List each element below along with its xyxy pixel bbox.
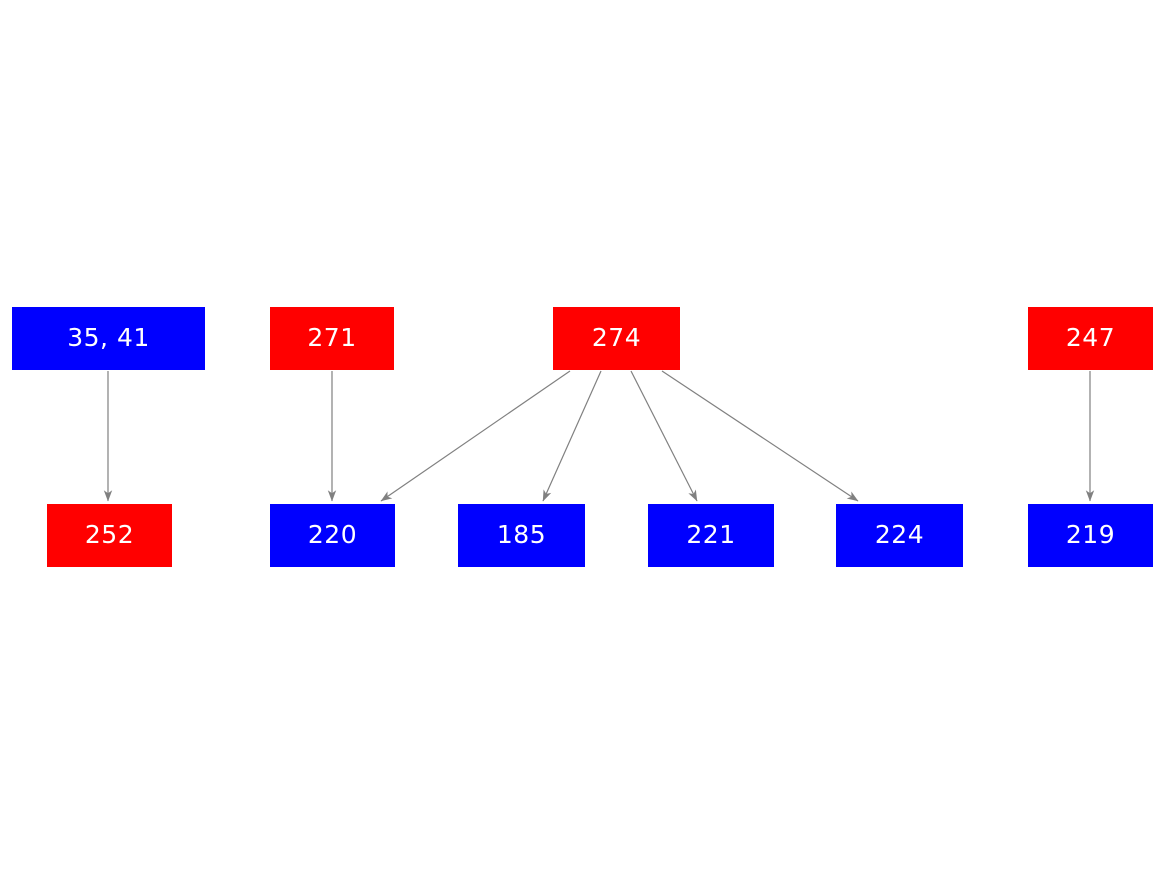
- graph-edge-274-to-185: [542, 370, 602, 502]
- graph-node-274[interactable]: 274: [553, 307, 680, 370]
- graph-node-271[interactable]: 271: [270, 307, 394, 370]
- graph-node-35-41[interactable]: 35, 41: [12, 307, 205, 370]
- graph-node-label: 271: [307, 323, 357, 352]
- graph-node-label: 185: [496, 520, 547, 549]
- graph-edge-274-to-224: [661, 370, 859, 502]
- graph-node-185[interactable]: 185: [458, 504, 585, 567]
- graph-node-label: 224: [874, 520, 925, 549]
- graph-node-221[interactable]: 221: [648, 504, 774, 567]
- graph-node-252[interactable]: 252: [47, 504, 172, 567]
- graph-node-224[interactable]: 224: [836, 504, 963, 567]
- graph-edge-274-to-220: [380, 370, 571, 502]
- graph-node-label: 221: [686, 520, 736, 549]
- graph-node-label: 219: [1065, 520, 1116, 549]
- graph-node-label: 35, 41: [67, 323, 150, 352]
- graph-node-label: 220: [307, 520, 358, 549]
- graph-node-label: 274: [591, 323, 642, 352]
- edges-group: [103, 370, 1095, 502]
- graph-node-label: 247: [1065, 323, 1116, 352]
- graph-node-247[interactable]: 247: [1028, 307, 1153, 370]
- graph-edge-274-to-221: [630, 370, 698, 502]
- graph-node-220[interactable]: 220: [270, 504, 395, 567]
- graph-node-label: 252: [84, 520, 135, 549]
- graph-node-219[interactable]: 219: [1028, 504, 1153, 567]
